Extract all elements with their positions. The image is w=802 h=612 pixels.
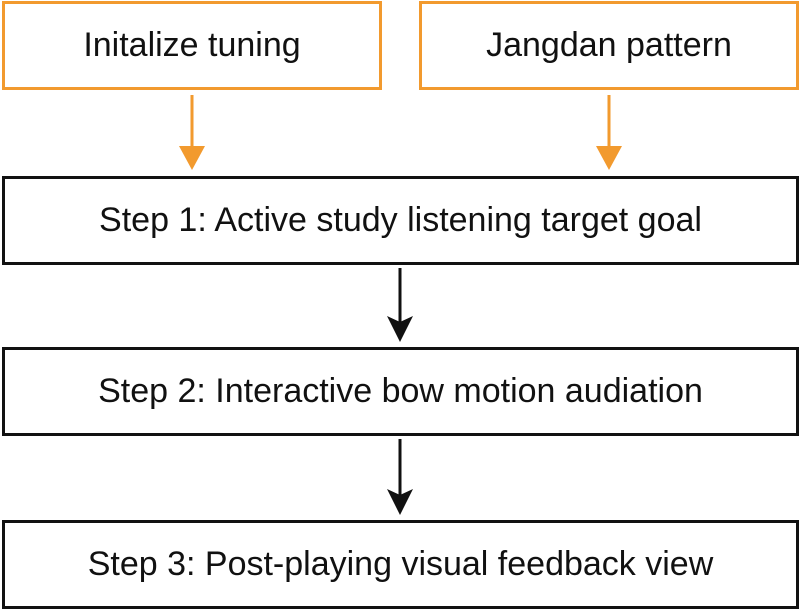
step-box-2: Step 2: Interactive bow motion audiation [2, 347, 799, 436]
input-box-tuning: Initalize tuning [2, 1, 382, 90]
step-label-3: Step 3: Post-playing visual feedback vie… [87, 545, 714, 583]
input-box-jangdan: Jangdan pattern [419, 1, 799, 90]
arrow-jangdan-to-step1 [596, 95, 622, 170]
input-label-jangdan: Jangdan pattern [486, 26, 732, 64]
arrow-tuning-to-step1 [179, 95, 205, 170]
step-label-1: Step 1: Active study listening target go… [99, 201, 702, 239]
step-box-1: Step 1: Active study listening target go… [2, 176, 799, 265]
arrow-step1-to-step2 [387, 268, 413, 342]
input-label-tuning: Initalize tuning [83, 26, 301, 64]
arrow-step2-to-step3 [387, 439, 413, 515]
step-box-3: Step 3: Post-playing visual feedback vie… [2, 520, 799, 609]
step-label-2: Step 2: Interactive bow motion audiation [98, 372, 703, 410]
